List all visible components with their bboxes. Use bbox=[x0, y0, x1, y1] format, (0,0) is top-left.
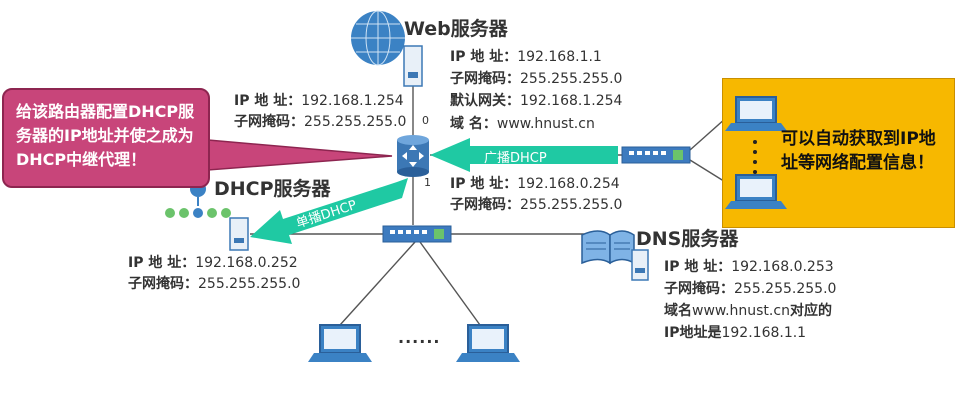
laptop-icon-2 bbox=[456, 324, 520, 362]
broadcast-arrow bbox=[430, 138, 618, 172]
router-config-callout: 给该路由器配置DHCP服务器的IP地址并使之成为DHCP中继代理！ bbox=[2, 88, 210, 188]
hosts-ellipsis: ······ bbox=[398, 332, 441, 351]
router-if0-mask: 子网掩码：255.255.255.0 bbox=[234, 114, 407, 130]
laptop-icon-4 bbox=[725, 174, 787, 209]
dhcp-server-ip: IP 地 址：192.168.0.252 bbox=[128, 255, 298, 271]
web-server-domain: 域 名：www.hnust.cn bbox=[450, 116, 595, 132]
dns-record-line1: 域名www.hnust.cn对应的 bbox=[664, 303, 832, 319]
link-switch-laptop1 bbox=[339, 241, 416, 326]
unicast-arrow bbox=[250, 178, 408, 244]
router-port-1: 1 bbox=[424, 176, 431, 189]
dns-server-ip: IP 地 址：192.168.0.253 bbox=[664, 259, 834, 275]
router-port-0: 0 bbox=[422, 114, 429, 127]
laptop-icon-3 bbox=[725, 96, 787, 131]
broadcast-label: 广播DHCP bbox=[484, 151, 547, 166]
dhcp-server-title: DHCP服务器 bbox=[214, 178, 331, 200]
callout-pointer bbox=[207, 139, 393, 171]
dhcp-server-icon bbox=[165, 181, 249, 251]
dns-server-title: DNS服务器 bbox=[636, 228, 739, 250]
router-if1-ip: IP 地 址：192.168.0.254 bbox=[450, 176, 620, 192]
web-server-gateway: 默认网关：192.168.1.254 bbox=[450, 93, 623, 109]
web-server-ip: IP 地 址：192.168.1.1 bbox=[450, 49, 602, 65]
laptop-icon bbox=[308, 324, 372, 362]
switch-icon bbox=[382, 225, 452, 243]
link-switch-laptop2 bbox=[419, 241, 481, 326]
router-if0-ip: IP 地 址：192.168.1.254 bbox=[234, 93, 404, 109]
router-config-callout-text: 给该路由器配置DHCP服务器的IP地址并使之成为DHCP中继代理！ bbox=[16, 102, 195, 169]
switch-icon-2 bbox=[621, 146, 691, 164]
web-server-icon bbox=[351, 10, 423, 87]
callout-laptops bbox=[725, 96, 787, 209]
auto-obtain-callout-text: 可以自动获取到IP地址等网络配置信息！ bbox=[781, 129, 936, 173]
dns-server-mask: 子网掩码：255.255.255.0 bbox=[664, 281, 837, 297]
web-server-mask: 子网掩码：255.255.255.0 bbox=[450, 71, 623, 87]
router-if1-mask: 子网掩码：255.255.255.0 bbox=[450, 197, 623, 213]
dns-server-icon bbox=[581, 230, 649, 281]
auto-obtain-callout: 可以自动获取到IP地址等网络配置信息！ bbox=[722, 78, 955, 228]
dns-record-line2: IP地址是192.168.1.1 bbox=[664, 325, 807, 341]
dhcp-server-mask: 子网掩码：255.255.255.0 bbox=[128, 276, 301, 292]
web-server-title: Web服务器 bbox=[404, 18, 508, 40]
vertical-ellipsis bbox=[753, 140, 757, 174]
router-icon bbox=[397, 135, 429, 177]
